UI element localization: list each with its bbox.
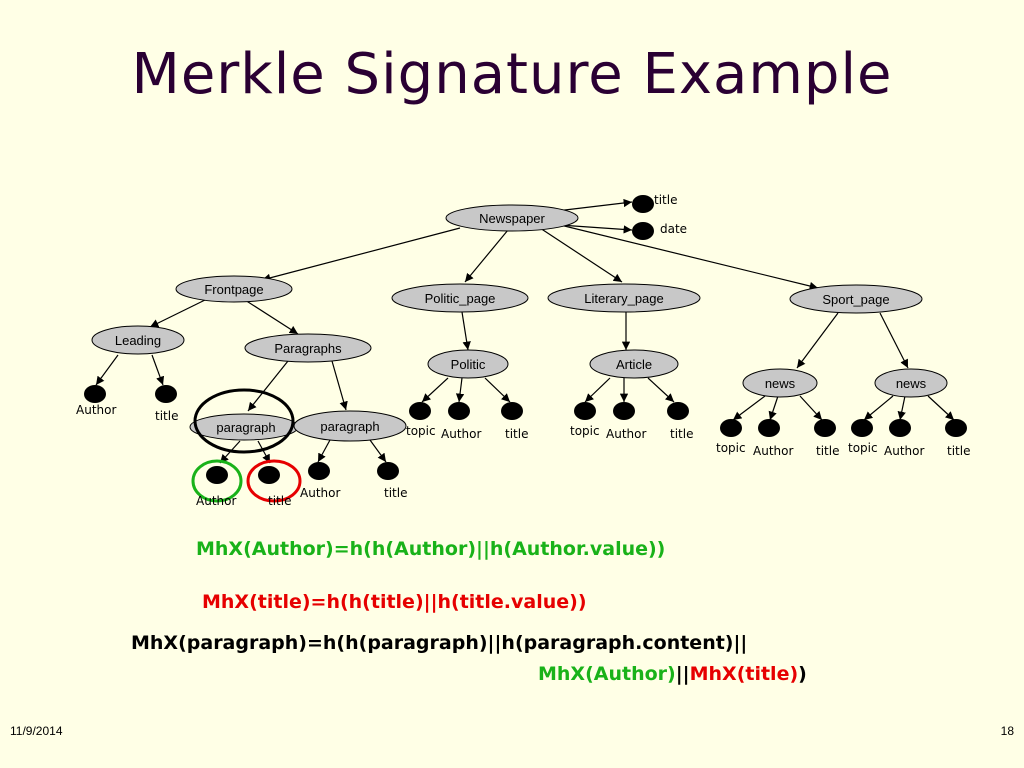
- leaf-label-author: Author: [300, 486, 340, 500]
- tree-node-news-left: news: [742, 368, 818, 398]
- leaf-label-topic: topic: [570, 424, 600, 438]
- tree-node-article: Article: [589, 349, 679, 379]
- leaf-label-author: Author: [76, 403, 116, 417]
- leaf-label-author: Author: [441, 427, 481, 441]
- svg-text:Newspaper: Newspaper: [479, 211, 545, 226]
- leaf-label-author: Author: [753, 444, 793, 458]
- formula-title-hash: MhX(title)=h(h(title)||h(title.value)): [202, 591, 587, 613]
- tree-node-paragraphs: Paragraphs: [244, 333, 372, 363]
- leaf-label-author: Author: [884, 444, 924, 458]
- leaf-label-title: title: [505, 427, 528, 441]
- svg-text:Article: Article: [616, 357, 652, 372]
- svg-text:Sport_page: Sport_page: [822, 292, 889, 307]
- formula-author-hash: MhX(Author)=h(h(Author)||h(Author.value)…: [196, 538, 666, 560]
- tree-node-newspaper: Newspaper: [445, 204, 579, 232]
- merkle-tree-diagram: Newspaper Frontpage Leading Paragraphs p…: [76, 193, 970, 508]
- leaf-label-root-date: date: [660, 222, 687, 236]
- formula-term-close: ): [798, 663, 807, 685]
- formula-term-author: MhX(Author): [538, 663, 676, 685]
- svg-text:Frontpage: Frontpage: [204, 282, 263, 297]
- svg-text:Politic_page: Politic_page: [425, 291, 496, 306]
- leaf-label-root-title: title: [654, 193, 677, 207]
- tree-node-news-right: news: [874, 368, 948, 398]
- highlight-paragraph-circle: [193, 388, 295, 454]
- leaf-label-topic: topic: [716, 441, 746, 455]
- tree-node-politic: Politic: [427, 349, 509, 379]
- leaf-label-title: title: [268, 494, 291, 508]
- leaf-label-title: title: [384, 486, 407, 500]
- leaf-label-topic: topic: [848, 441, 878, 455]
- tree-node-sport-page: Sport_page: [789, 284, 923, 314]
- tree-node-paragraph-right: paragraph: [293, 410, 407, 442]
- leaf-label-title: title: [670, 427, 693, 441]
- tree-node-paragraph-left: paragraph: [189, 413, 299, 441]
- svg-text:news: news: [765, 376, 796, 391]
- highlight-title-circle: [246, 459, 302, 503]
- tree-node-literary-page: Literary_page: [547, 283, 701, 313]
- tree-node-leading: Leading: [91, 325, 185, 355]
- svg-text:paragraph: paragraph: [216, 420, 275, 435]
- svg-text:paragraph: paragraph: [320, 419, 379, 434]
- svg-text:Literary_page: Literary_page: [584, 291, 664, 306]
- leaf-label-title: title: [816, 444, 839, 458]
- leaf-dots: [84, 195, 967, 484]
- formula-term-separator: ||: [675, 663, 690, 685]
- highlight-author-circle: [191, 459, 243, 503]
- formula-paragraph-hash-line2: MhX(Author)||MhX(title)): [538, 663, 807, 685]
- leaf-label-title: title: [947, 444, 970, 458]
- leaf-label-topic: topic: [406, 424, 436, 438]
- leaf-label-author: Author: [606, 427, 646, 441]
- leaf-label-title: title: [155, 409, 178, 423]
- leaf-label-author: Author: [196, 494, 236, 508]
- tree-node-politic-page: Politic_page: [391, 283, 529, 313]
- formula-term-title: MhX(title): [689, 663, 799, 685]
- tree-edges: [95, 198, 955, 464]
- svg-text:Paragraphs: Paragraphs: [274, 341, 342, 356]
- tree-node-frontpage: Frontpage: [175, 275, 293, 303]
- svg-text:Leading: Leading: [115, 333, 161, 348]
- slide-date: 11/9/2014: [10, 724, 63, 738]
- formula-paragraph-hash-line1: MhX(paragraph)=h(h(paragraph)||h(paragra…: [131, 632, 748, 654]
- slide-title: Merkle Signature Example: [131, 42, 893, 107]
- svg-text:Politic: Politic: [451, 357, 486, 372]
- slide-number: 18: [1000, 724, 1014, 738]
- svg-text:news: news: [896, 376, 927, 391]
